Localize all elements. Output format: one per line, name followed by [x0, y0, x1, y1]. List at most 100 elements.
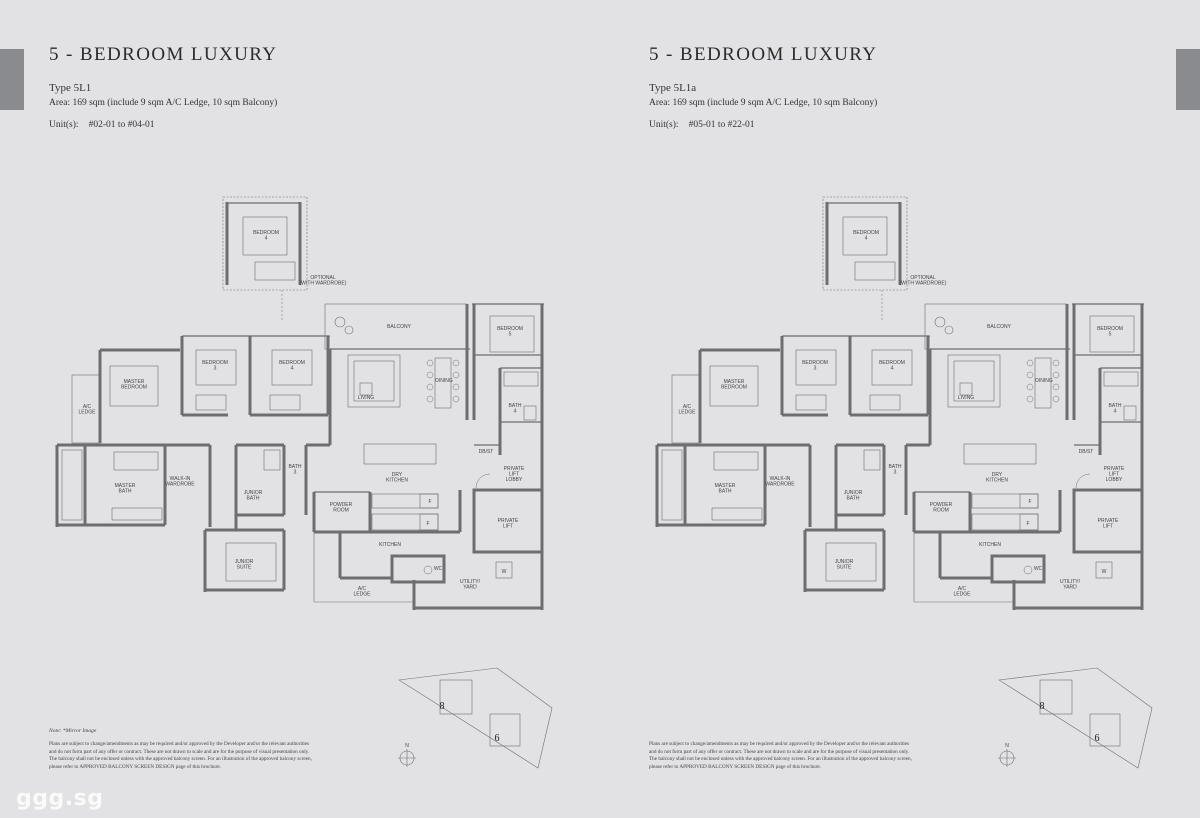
chair-icon	[1026, 371, 1034, 379]
room-label: BEDROOM	[802, 360, 828, 366]
toilet-icon	[1023, 565, 1033, 575]
room-label: F	[1028, 499, 1031, 505]
disclaimer-line: Plans are subject to change/amendments a…	[49, 741, 310, 747]
room-label: UTILITY/	[460, 579, 481, 585]
floor-plan-drawing: BEDROOM 4 OPTIONAL(WITH WARDROBE) BALCONY BE…	[55, 196, 553, 769]
chair-icon	[944, 325, 954, 335]
room-label: (WITH WARDROBE)	[300, 281, 347, 287]
room-label: POWDER	[330, 502, 353, 508]
block-8-icon	[439, 679, 473, 715]
disclaimer-line: and do not form part of any offer or con…	[649, 748, 910, 755]
room-label: PRIVATE	[1098, 518, 1119, 524]
room-label: W	[502, 569, 507, 575]
bed-icon	[242, 216, 288, 256]
disclaimer-line: The balcony shall not be enclosed unless…	[49, 756, 312, 763]
room-label: 5	[1109, 332, 1112, 338]
room-label: DRY	[392, 472, 403, 478]
room-label: LIFT	[1103, 524, 1113, 530]
room-label: WARDROBE	[165, 482, 195, 488]
block-8-label: 8	[440, 701, 445, 712]
room-label: JUNIOR	[235, 559, 254, 565]
page-side-tab	[0, 49, 24, 110]
room-label: W	[1102, 569, 1107, 575]
bed-icon	[1089, 315, 1135, 353]
unit-area: Area: 169 sqm (include 9 sqm A/C Ledge, …	[649, 98, 878, 108]
room-label: OPTIONAL	[910, 275, 936, 281]
bed-icon	[871, 349, 913, 386]
block-8-icon	[1039, 679, 1073, 715]
north-label: N	[405, 743, 409, 749]
room-label: WC	[1034, 566, 1043, 572]
room-label: 3	[214, 366, 217, 372]
room-label: SUITE	[237, 565, 252, 571]
room-label: LIVING	[958, 395, 975, 401]
units-value: #02-01 to #04-01	[88, 120, 155, 130]
room-label: DINING	[1035, 378, 1053, 384]
page-title: 5 - BEDROOM LUXURY	[49, 44, 278, 65]
room-label: MASTER	[115, 483, 136, 489]
room-label: 4	[1114, 409, 1117, 415]
room-label: 3	[894, 470, 897, 476]
wardrobe-icon	[869, 394, 901, 411]
optional-bedroom-outline	[222, 196, 308, 291]
disclaimer-line: The balcony shall not be enclosed unless…	[649, 756, 912, 763]
dining-table-icon	[434, 357, 452, 409]
unit-type: Type 5L1a	[649, 82, 697, 94]
wc-outline	[990, 554, 1046, 584]
ac-ledge-outline	[61, 449, 83, 521]
toilet-icon	[423, 565, 433, 575]
room-label: 3	[814, 366, 817, 372]
page-title: 5 - BEDROOM LUXURY	[649, 44, 878, 65]
chair-icon	[452, 359, 460, 367]
chair-icon	[452, 371, 460, 379]
wardrobe-icon	[195, 394, 227, 411]
room-label: LIFT	[509, 472, 519, 478]
units-label: Unit(s):	[649, 120, 679, 130]
wardrobe-icon	[269, 394, 301, 411]
mirror-image-note: Note: *Mirror Image	[49, 728, 97, 734]
toilet-icon	[1123, 405, 1137, 421]
site-boundary	[398, 667, 553, 769]
room-label: 3	[294, 470, 297, 476]
room-label: A/C	[958, 586, 967, 592]
vanity-icon	[711, 507, 763, 521]
room-label: SUITE	[837, 565, 852, 571]
site-boundary	[998, 667, 1153, 769]
block-6-label: 6	[1095, 733, 1100, 744]
room-label: BATH	[509, 403, 522, 409]
sofa-icon	[347, 354, 401, 408]
block-6-icon	[489, 713, 521, 747]
disclaimer: Plans are subject to change/amendments a…	[49, 741, 359, 771]
room-label: BALCONY	[387, 324, 412, 330]
chair-icon	[1026, 383, 1034, 391]
room-label: POWDER	[930, 502, 953, 508]
washer-icon	[1095, 561, 1113, 579]
room-label: DRY	[992, 472, 1003, 478]
shower-icon	[263, 449, 281, 471]
door-swing	[475, 473, 491, 489]
chair-icon	[1052, 371, 1060, 379]
room-label: LEDGE	[79, 410, 97, 416]
room-label: BEDROOM	[721, 385, 747, 391]
room-label: KITCHEN	[379, 542, 401, 548]
room-label: 4	[865, 236, 868, 242]
room-label: ROOM	[933, 508, 949, 514]
room-label: OPTIONAL	[310, 275, 336, 281]
bed-icon	[842, 216, 888, 256]
room-label: BEDROOM	[121, 385, 147, 391]
chair-icon	[334, 316, 346, 328]
ac-ledge-outline	[71, 374, 101, 444]
bathtub-icon	[113, 451, 159, 471]
room-label: DB/ST	[1079, 449, 1094, 455]
room-label: KITCHEN	[986, 478, 1008, 484]
kitchen-island-icon	[963, 443, 1037, 465]
room-label: MASTER	[124, 379, 145, 385]
disclaimer-line: please refer to APPROVED BALCONY SCREEN …	[49, 763, 221, 770]
room-label: BEDROOM	[1097, 326, 1123, 332]
room-label: BEDROOM	[879, 360, 905, 366]
room-label: LEDGE	[354, 592, 372, 598]
chair-icon	[344, 325, 354, 335]
room-label: BEDROOM	[253, 230, 279, 236]
room-label: 4	[291, 366, 294, 372]
